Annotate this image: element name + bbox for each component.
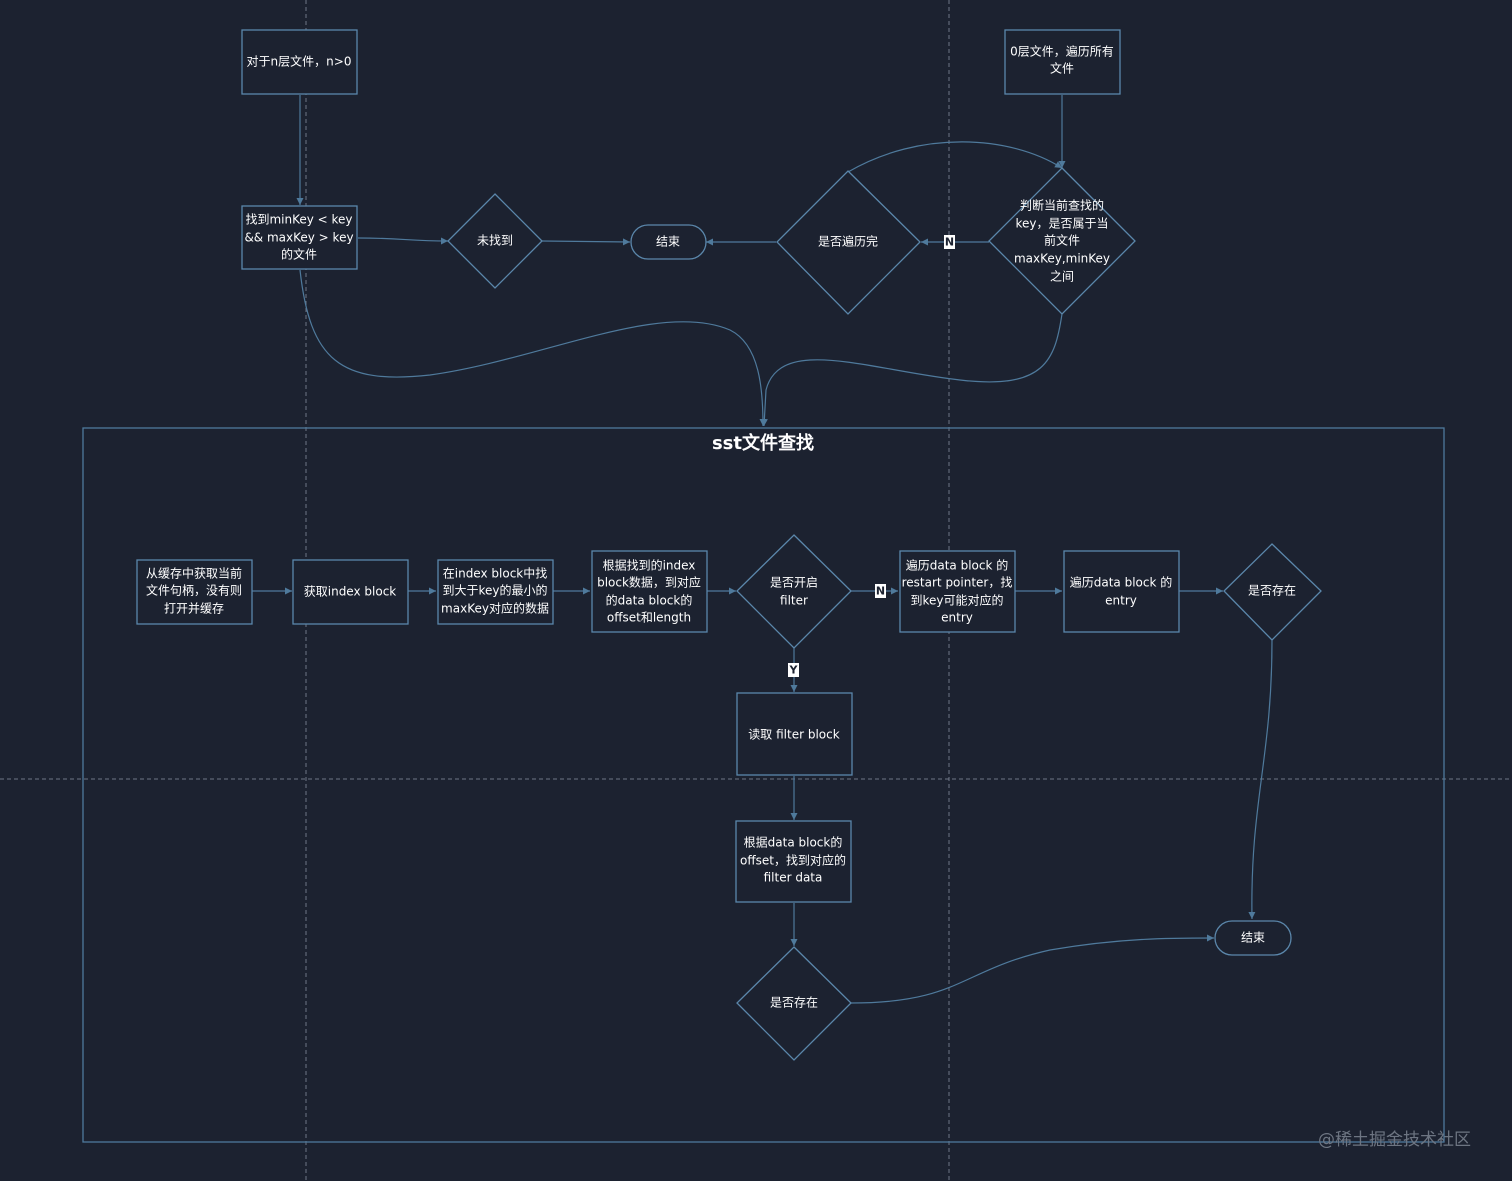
- svg-text:判断当前查找的: 判断当前查找的: [1020, 198, 1104, 213]
- svg-text:之间: 之间: [1050, 270, 1074, 284]
- edge-exists-to-end: [850, 934, 1215, 1004]
- sst-search-group-title: sst文件查找: [712, 432, 814, 454]
- edges: [252, 95, 1273, 1004]
- svg-text:restart pointer，找: restart pointer，找: [902, 576, 1013, 590]
- svg-text:offset和length: offset和length: [607, 611, 691, 625]
- node-not-found: 未找到: [447, 193, 543, 289]
- node-n-level-file: 对于n层文件，n>0: [241, 29, 358, 95]
- svg-text:结束: 结束: [656, 235, 680, 249]
- edge-label-y-filter: Y: [788, 663, 799, 677]
- svg-text:filter data: filter data: [764, 871, 823, 885]
- sst-search-group-frame: [82, 427, 1445, 1143]
- edge-find-to-notfound: [357, 237, 449, 245]
- svg-text:Y: Y: [789, 664, 799, 677]
- svg-text:根据data block的: 根据data block的: [744, 835, 843, 850]
- svg-text:遍历data block 的: 遍历data block 的: [1070, 575, 1173, 590]
- svg-text:offset，找到对应的: offset，找到对应的: [740, 853, 846, 868]
- edge-label-n-top: N: [944, 235, 955, 249]
- node-filter-enabled: 是否开启 filter: [736, 534, 852, 649]
- svg-text:文件句柄，没有则: 文件句柄，没有则: [146, 583, 242, 598]
- svg-text:是否存在: 是否存在: [770, 996, 818, 1010]
- node-level0-files: 0层文件，遍历所有 文件: [1004, 29, 1121, 95]
- svg-text:打开并缓存: 打开并缓存: [164, 602, 224, 616]
- svg-text:读取 filter block: 读取 filter block: [748, 728, 839, 742]
- svg-text:根据找到的index: 根据找到的index: [603, 558, 696, 573]
- node-find-index: 在index block中找 到大于key的最小的 maxKey对应的数据: [437, 559, 554, 625]
- edge-traversed-loop-to-check: [847, 141, 1063, 173]
- svg-text:N: N: [876, 585, 885, 598]
- edge-label-n-filter: N: [875, 584, 886, 598]
- svg-text:block数据，到对应: block数据，到对应: [597, 575, 701, 590]
- node-end-bottom: 结束: [1214, 920, 1292, 956]
- svg-text:未找到: 未找到: [477, 234, 513, 248]
- svg-text:遍历data block 的: 遍历data block 的: [906, 558, 1009, 573]
- node-traverse-data-block: 遍历data block 的 restart pointer，找 到key可能对…: [899, 550, 1016, 633]
- node-find-filter-data: 根据data block的 offset，找到对应的 filter data: [735, 820, 852, 903]
- svg-text:N: N: [945, 236, 954, 249]
- node-check-range: 判断当前查找的 key，是否属于当 前文件 maxKey,minKey 之间: [988, 167, 1136, 315]
- node-exists-bottom: 是否存在: [736, 946, 852, 1061]
- node-get-handle: 从缓存中获取当前 文件句柄，没有则 打开并缓存: [136, 559, 253, 625]
- svg-text:&& maxKey > key: && maxKey > key: [244, 231, 353, 245]
- svg-text:是否存在: 是否存在: [1248, 584, 1296, 598]
- svg-text:到大于key的最小的: 到大于key的最小的: [442, 583, 547, 598]
- svg-text:到key可能对应的: 到key可能对应的: [910, 593, 1003, 608]
- svg-text:entry: entry: [1105, 594, 1137, 608]
- edge-check-to-sst: [760, 313, 1063, 427]
- svg-text:对于n层文件，n>0: 对于n层文件，n>0: [247, 54, 352, 69]
- svg-text:是否遍历完: 是否遍历完: [818, 234, 878, 249]
- svg-text:前文件: 前文件: [1044, 233, 1080, 248]
- svg-text:获取index block: 获取index block: [304, 585, 397, 599]
- edge-notfound-to-end: [541, 238, 631, 246]
- node-traversed-all: 是否遍历完: [776, 170, 921, 315]
- node-exists-right: 是否存在: [1223, 543, 1322, 641]
- svg-text:从缓存中获取当前: 从缓存中获取当前: [146, 566, 242, 581]
- svg-text:0层文件，遍历所有: 0层文件，遍历所有: [1010, 44, 1114, 59]
- svg-text:文件: 文件: [1050, 61, 1074, 76]
- svg-text:filter: filter: [780, 594, 808, 608]
- svg-text:找到minKey < key: 找到minKey < key: [245, 213, 352, 227]
- svg-text:是否开启: 是否开启: [770, 576, 818, 590]
- node-get-index-block: 获取index block: [292, 559, 409, 625]
- svg-text:的data block的: 的data block的: [606, 593, 693, 608]
- svg-text:key，是否属于当: key，是否属于当: [1015, 217, 1108, 231]
- svg-text:maxKey对应的数据: maxKey对应的数据: [441, 601, 549, 616]
- node-find-range-file: 找到minKey < key && maxKey > key 的文件: [241, 205, 358, 270]
- node-read-filter-block: 读取 filter block: [736, 692, 853, 776]
- node-traverse-entry: 遍历data block 的 entry: [1063, 550, 1180, 633]
- svg-text:在index block中找: 在index block中找: [443, 566, 548, 581]
- svg-text:的文件: 的文件: [281, 247, 317, 262]
- edge-find-to-sst: [299, 269, 767, 427]
- node-end-top: 结束: [630, 224, 707, 260]
- svg-text:结束: 结束: [1241, 931, 1265, 945]
- watermark-text: @稀土掘金技术社区: [1318, 1130, 1471, 1150]
- svg-text:entry: entry: [941, 611, 973, 625]
- edge-exists-right-to-end: [1248, 639, 1273, 920]
- svg-text:maxKey,minKey: maxKey,minKey: [1014, 252, 1110, 266]
- node-index-offset: 根据找到的index block数据，到对应 的data block的 offs…: [591, 550, 708, 633]
